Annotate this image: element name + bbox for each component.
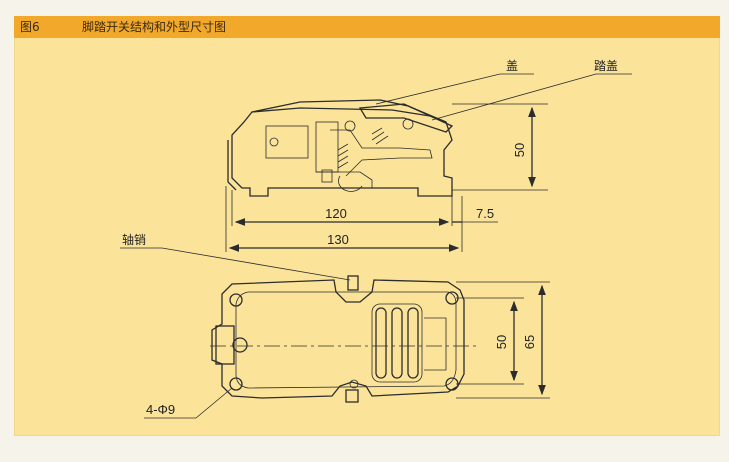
label-shaft-pin: 轴销: [122, 232, 146, 247]
dim-offset-7-5: 7.5: [476, 206, 494, 221]
dim-height-50: 50: [512, 143, 527, 157]
side-view-dimensions: 50 120 7.5 130: [225, 103, 548, 252]
figure-panel: [14, 16, 720, 436]
label-holes: 4-Φ9: [146, 402, 175, 417]
top-view: [210, 275, 480, 403]
figure-header-bar: [14, 16, 720, 38]
figure-number: 图6: [20, 20, 40, 34]
dim-width-50: 50: [494, 335, 509, 349]
label-cover: 盖: [506, 59, 518, 73]
side-view: [227, 99, 454, 197]
top-view-dimensions: 50 65: [456, 281, 550, 399]
dim-length-130: 130: [327, 232, 349, 247]
dim-length-120: 120: [325, 206, 347, 221]
label-pedal-cover: 踏盖: [594, 59, 618, 73]
figure-title: 脚踏开关结构和外型尺寸图: [82, 20, 227, 34]
top-view-labels: 轴销 4-Φ9: [120, 232, 351, 419]
dim-width-65: 65: [522, 335, 537, 349]
side-view-labels: 盖 踏盖: [375, 59, 632, 121]
